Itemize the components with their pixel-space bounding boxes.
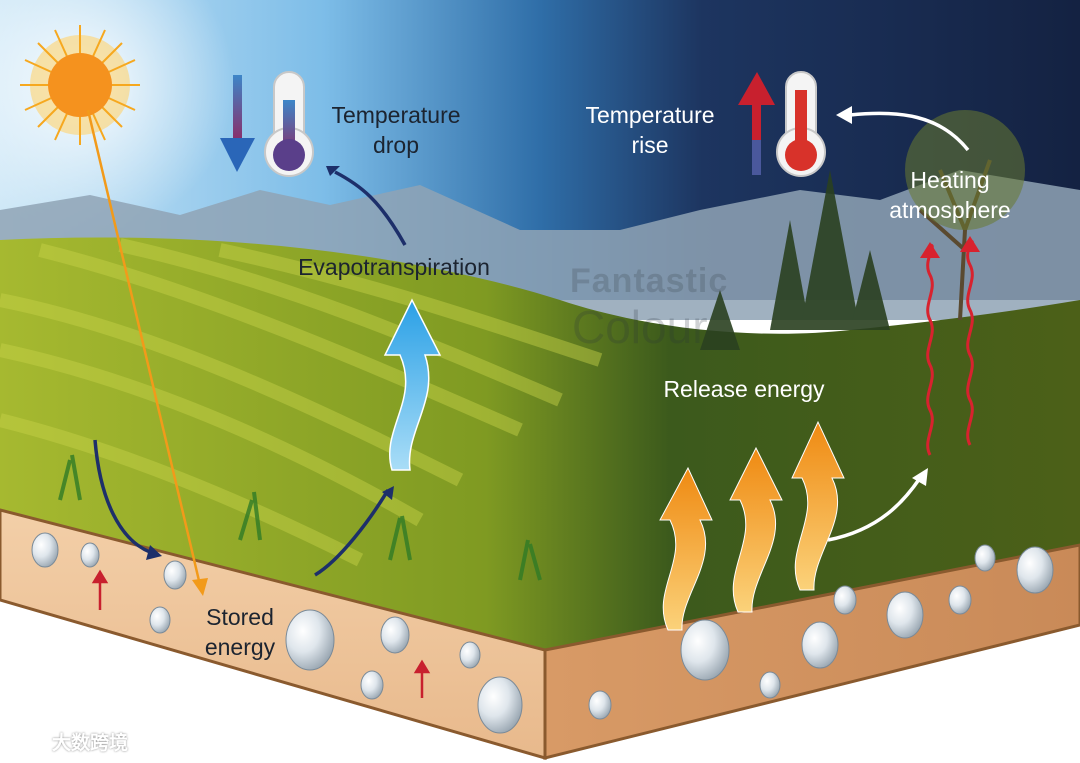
- down-arrow-icon: [220, 75, 255, 172]
- heating-atmosphere-line2: atmosphere: [889, 197, 1011, 223]
- up-arrow-large: [738, 72, 775, 175]
- evapotranspiration-label: Evapotranspiration: [298, 254, 490, 280]
- moisture-arrowheads: [146, 166, 394, 560]
- heating-arrow: [836, 106, 970, 152]
- thermometer-hot-icon: [776, 71, 826, 177]
- heat-flow-arrow: [827, 468, 928, 542]
- temperature-drop-line1: Temperature: [331, 102, 461, 128]
- watermark-line1: Fantastic: [570, 262, 729, 300]
- night-trees: [700, 170, 890, 350]
- energy-arrows: [659, 420, 845, 631]
- heat-wave-icon: [926, 240, 974, 456]
- up-arrow-icon: [91, 569, 431, 698]
- stored-energy-label: Stored energy: [190, 602, 290, 662]
- temperature-drop-line2: drop: [372, 132, 420, 158]
- sun-ray-arrow: [86, 109, 208, 596]
- heating-atmosphere-label: Heating atmosphere: [866, 165, 1034, 225]
- vapor-arrow: [383, 298, 442, 471]
- water-drop-icon: [31, 532, 1054, 734]
- field-rows: [0, 238, 603, 567]
- watermark-line2: Colour: [572, 301, 708, 353]
- corner-logo-text: 大数跨境: [52, 733, 129, 754]
- stored-energy-line2: energy: [204, 634, 276, 660]
- heat-wave-arrowheads: [920, 236, 980, 258]
- grass: [58, 454, 542, 581]
- moisture-arrows: [93, 170, 407, 577]
- release-energy-label: Release energy: [663, 376, 825, 402]
- temperature-rise-line1: Temperature: [585, 102, 715, 128]
- stored-energy-line1: Stored: [206, 604, 274, 630]
- thermometer-cold-icon: [264, 71, 314, 177]
- sun-icon: [20, 25, 140, 145]
- temperature-rise-line2: rise: [631, 132, 669, 158]
- temperature-drop-label: Temperature drop: [306, 100, 486, 160]
- temperature-rise-label: Temperature rise: [560, 100, 740, 160]
- heating-atmosphere-line1: Heating: [910, 167, 990, 193]
- corner-logo-icon: [13, 730, 44, 749]
